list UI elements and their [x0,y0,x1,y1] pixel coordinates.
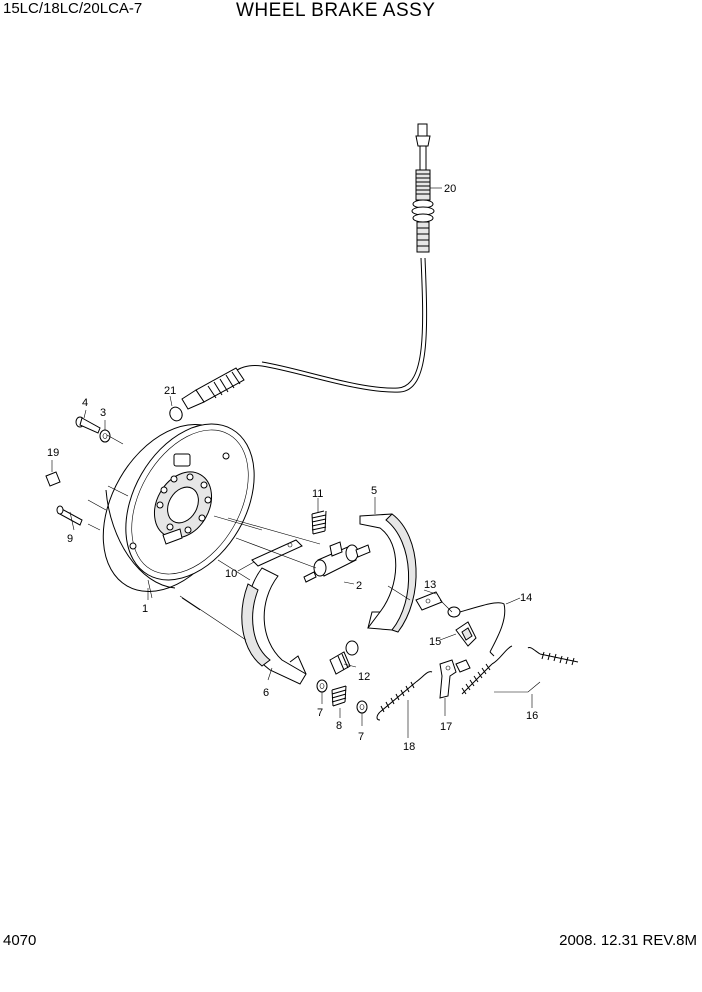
svg-text:14: 14 [520,592,532,604]
svg-text:4: 4 [82,397,88,409]
washer [99,429,111,443]
adjuster-cable [447,602,506,657]
svg-text:8: 8 [336,720,342,732]
svg-text:5: 5 [371,485,377,497]
callout-4: 4 [82,397,88,419]
svg-text:20: 20 [444,183,456,195]
callout-13: 13 [423,579,436,595]
svg-text:15: 15 [429,636,441,648]
svg-text:21: 21 [164,385,176,397]
svg-text:18: 18 [403,741,415,753]
svg-text:9: 9 [67,533,73,545]
callout-1: 1 [142,588,149,615]
callout-11: 11 [312,488,323,512]
svg-text:10: 10 [225,568,237,580]
brake-shoe-lower [241,567,307,685]
wheel-cylinder [303,541,371,583]
svg-text:7: 7 [317,707,323,719]
callout-16: 16 [526,694,538,722]
callout-20: 20 [430,183,456,195]
callout-10: 10 [225,561,255,580]
callout-6: 6 [263,667,273,699]
hold-down-spring [331,685,347,707]
callout-21: 21 [164,385,176,407]
callout-17: 17 [440,698,452,733]
callout-14: 14 [505,592,532,605]
svg-text:12: 12 [358,671,370,683]
svg-text:7: 7 [358,731,364,743]
guide-plate [415,591,443,611]
plug [45,471,61,487]
svg-text:19: 19 [47,447,59,459]
bolt [75,416,101,434]
callout-15: 15 [429,633,457,648]
svg-text:17: 17 [440,721,452,733]
revision-date: 2008. 12.31 REV.8M [559,932,697,949]
brake-shoe-upper [359,513,417,633]
adjuster-spring-a [461,645,513,695]
svg-text:11: 11 [312,488,323,500]
washer-front [316,679,328,693]
pin [56,505,83,526]
callout-12: 12 [343,663,370,683]
adjuster [329,640,359,675]
parking-lever [251,539,303,567]
callout-19: 19 [47,447,59,472]
svg-text:1: 1 [142,603,148,615]
page-title: WHEEL BRAKE ASSY [236,0,436,21]
svg-text:3: 3 [100,407,106,419]
callout-9: 9 [67,511,75,545]
callout-18: 18 [403,700,415,753]
callout-8: 8 [336,708,342,732]
cable-guide [455,621,477,647]
shoe-spring [376,671,433,721]
model-code: 15LC/18LC/20LCA-7 [3,0,143,17]
backing-plate [102,423,255,593]
return-spring [311,510,327,535]
svg-text:16: 16 [526,710,538,722]
callout-7b: 7 [358,713,364,743]
callout-5: 5 [371,485,377,514]
washer-rear [356,700,368,714]
callout-7a: 7 [317,692,323,719]
adjuster-spring-b [527,647,579,666]
parking-brake-cable [169,123,435,422]
page-number: 4070 [3,932,37,949]
callout-3: 3 [100,407,106,430]
svg-text:6: 6 [263,687,269,699]
svg-text:2: 2 [356,580,362,592]
adjuster-lever [439,659,471,699]
svg-text:13: 13 [424,579,436,591]
callout-2: 2 [343,580,362,592]
